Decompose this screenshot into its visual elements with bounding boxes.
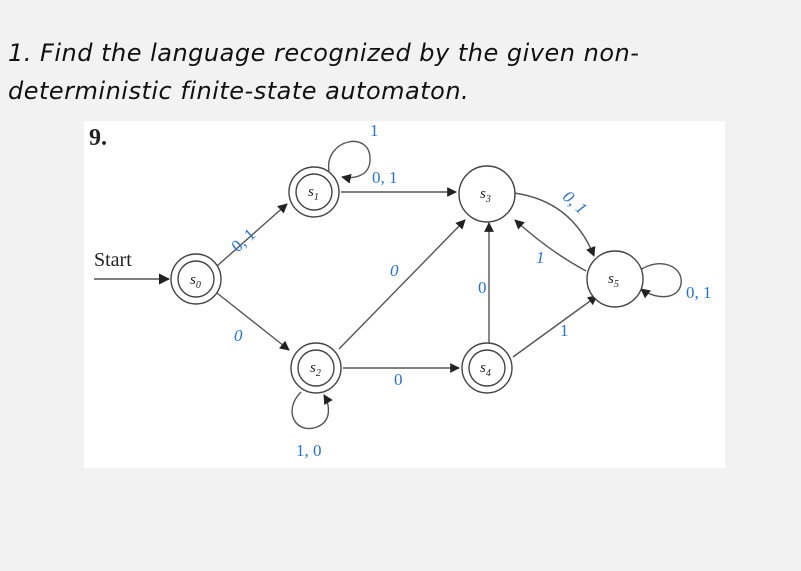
state-s4-name: s xyxy=(480,360,486,376)
edge-s4-s5 xyxy=(512,295,598,358)
label-s4-s3: 0 xyxy=(478,278,487,297)
automaton-figure: s0 s1 s2 s3 s4 s5 0, 1 0 1 0, 1 1 xyxy=(84,121,725,468)
start-label: Start xyxy=(94,249,132,271)
state-s0-name: s xyxy=(190,272,196,288)
label-s1-s3: 0, 1 xyxy=(372,168,398,187)
state-s5-name: s xyxy=(608,271,614,287)
loop-s1 xyxy=(328,140,371,184)
svg-text:s2: s2 xyxy=(310,360,321,379)
label-s1-loop: 1 xyxy=(370,121,379,140)
label-s0-s1: 0, 1 xyxy=(228,225,260,256)
question-line-1: 1. Find the language recognized by the g… xyxy=(8,39,640,67)
svg-text:s5: s5 xyxy=(608,271,619,290)
svg-text:s1: s1 xyxy=(308,184,319,203)
svg-text:s4: s4 xyxy=(480,360,491,379)
label-s2-s3: 0 xyxy=(390,261,399,280)
question-text: 1. Find the language recognized by the g… xyxy=(8,34,798,110)
state-s1: s1 xyxy=(288,166,340,218)
state-s3-name: s xyxy=(480,186,486,202)
label-s5-s3: 1 xyxy=(536,248,545,267)
edge-s2-s3 xyxy=(338,219,466,350)
state-s1-name: s xyxy=(308,184,314,200)
edge-s5-s3 xyxy=(514,219,587,272)
state-s3-sub: 3 xyxy=(485,194,491,205)
state-s2-name: s xyxy=(310,360,316,376)
state-s5: s5 xyxy=(586,250,644,308)
state-s2: s2 xyxy=(290,342,342,394)
label-s2-s4: 0 xyxy=(394,370,403,389)
state-s4: s4 xyxy=(461,342,513,394)
state-s4-sub: 4 xyxy=(486,368,491,379)
figure-number: 9. xyxy=(89,125,107,151)
state-s2-sub: 2 xyxy=(316,368,321,379)
label-s5-loop: 0, 1 xyxy=(686,283,712,302)
label-s2-loop: 1, 0 xyxy=(296,441,322,460)
question-line-2: deterministic finite-state automaton. xyxy=(8,77,470,105)
label-s0-s2: 0 xyxy=(234,326,243,345)
svg-text:s0: s0 xyxy=(190,272,201,291)
state-s0: s0 xyxy=(170,253,222,305)
loop-s5 xyxy=(638,263,682,299)
loop-s2 xyxy=(291,391,333,430)
state-s5-sub: 5 xyxy=(614,279,619,290)
state-s3: s3 xyxy=(458,165,516,223)
state-s1-sub: 1 xyxy=(314,192,319,203)
label-s4-s5: 1 xyxy=(560,321,569,340)
edge-s0-s2 xyxy=(216,292,290,351)
state-s0-sub: 0 xyxy=(196,280,201,291)
svg-text:s3: s3 xyxy=(480,186,491,205)
automaton-diagram: s0 s1 s2 s3 s4 s5 0, 1 0 1 0, 1 1 xyxy=(94,121,712,460)
edge-s3-s5 xyxy=(513,192,596,257)
edge-s0-s1 xyxy=(216,203,288,267)
